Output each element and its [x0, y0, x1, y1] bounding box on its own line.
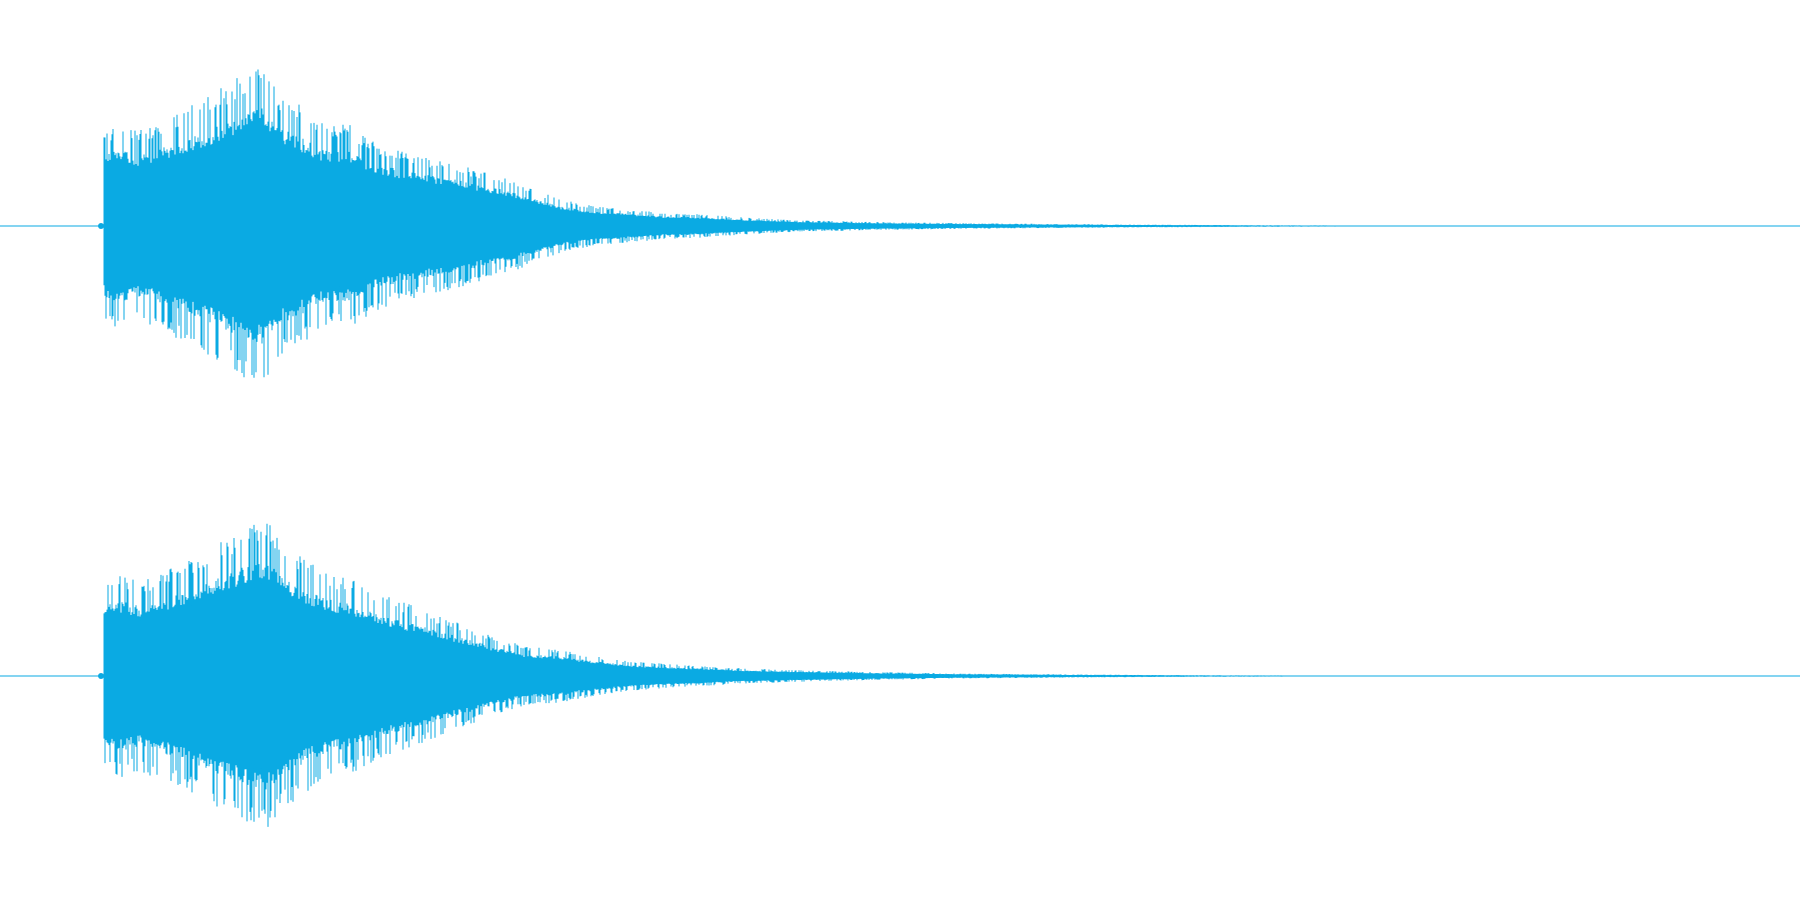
channel-onset-marker [98, 223, 104, 229]
waveform-channel-2 [0, 523, 1800, 827]
waveform-channel-1 [0, 69, 1800, 378]
channel-onset-marker [98, 673, 104, 679]
waveform-body [104, 117, 1630, 335]
waveform-body [104, 571, 1630, 781]
